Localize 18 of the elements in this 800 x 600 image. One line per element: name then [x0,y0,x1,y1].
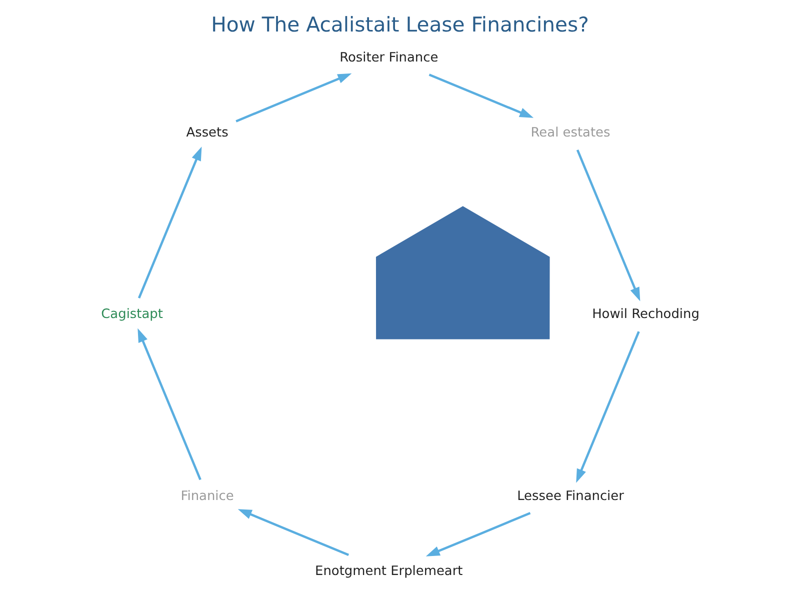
arrow [236,73,352,122]
diagram-title: How The Acalistait Lease Financines? [211,12,589,37]
node-text: Assets [186,126,228,141]
arrow [428,74,534,118]
node-text: Real estates [530,126,610,141]
arrow [576,331,640,483]
arrow [138,146,202,298]
arrow [238,509,350,556]
node-text: Finanice [180,488,234,504]
node-text: Lessee Financier [517,488,624,504]
arrow [576,150,640,302]
arrow [138,328,202,480]
node-text: Cagistapt [101,307,163,322]
arrow [426,512,531,556]
node-text: Rositer Finance [340,50,438,66]
node-text: Howil Rechoding [592,307,700,322]
node-picture [376,206,550,340]
node-text: Enotgment Erplemeart [315,564,463,580]
